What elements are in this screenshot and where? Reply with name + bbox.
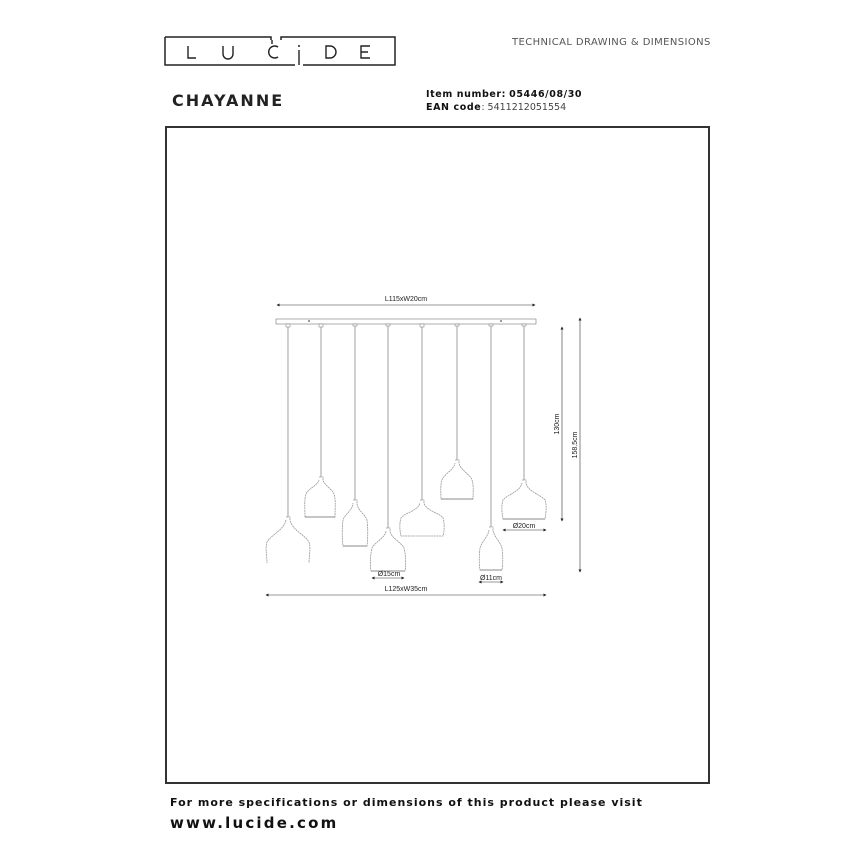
item-number-row: Item number: 05446/08/30 [426, 88, 582, 101]
item-number-label: Item number: [426, 89, 507, 100]
ean-label: EAN code [426, 102, 482, 113]
height-dimension-min-label: 130cm [554, 413, 561, 434]
ean-value: : 5411212051554 [481, 102, 567, 113]
footer-url-link[interactable]: www.lucide.com [170, 814, 339, 832]
section-title: TECHNICAL DRAWING & DIMENSIONS [512, 37, 711, 48]
height-dimension-max: 158.5cm [572, 317, 582, 573]
pendant-shades [265, 459, 547, 572]
height-dimension-min: 130cm [554, 326, 564, 522]
shade-dimension-20-label: Ø20cm [513, 523, 536, 530]
shade-dimension-11: Ø11cm [478, 575, 504, 584]
shade-dimension-11-label: Ø11cm [480, 575, 502, 582]
canopy-dimension: L115xW20cm [276, 296, 536, 307]
shade-dimension-20: Ø20cm [502, 523, 547, 532]
overall-dimension: L125xW35cm [265, 586, 547, 597]
lucide-logo [164, 36, 396, 66]
pendant-cords [287, 324, 525, 528]
drawing-frame [165, 126, 710, 784]
canopy-dimension-label: L115xW20cm [385, 296, 427, 303]
canopy-bar [275, 318, 537, 325]
product-meta: Item number: 05446/08/30 EAN code: 54112… [426, 88, 582, 114]
item-number-value: 05446/08/30 [509, 89, 583, 100]
footer-info-text: For more specifications or dimensions of… [170, 796, 643, 809]
ean-row: EAN code: 5411212051554 [426, 101, 582, 114]
overall-dimension-label: L125xW35cm [385, 586, 428, 593]
height-dimension-max-label: 158.5cm [572, 431, 579, 458]
product-name: CHAYANNE [172, 91, 285, 110]
shade-dimension-15: Ø15cm [371, 571, 405, 580]
shade-dimension-15-label: Ø15cm [378, 571, 401, 578]
